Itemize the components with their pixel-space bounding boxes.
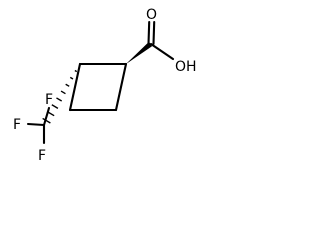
hash-bond-segment xyxy=(51,104,59,109)
carbonyl-double-bond-b xyxy=(152,20,156,46)
hydroxyl-label: OH xyxy=(175,59,197,75)
ring-bond-left xyxy=(68,62,82,112)
hash-bond-segment xyxy=(65,83,70,87)
carbonyl-double-bond-a xyxy=(147,20,151,46)
hash-bond-segment xyxy=(60,90,66,95)
hash-bond-segment xyxy=(42,117,51,124)
hash-bond-segment xyxy=(69,76,74,80)
hydroxyl-bond xyxy=(149,42,175,61)
hash-bond-segment xyxy=(56,97,63,102)
carbonyl-oxygen-label: O xyxy=(146,7,157,23)
fluorine-label-lower: F xyxy=(38,148,46,164)
cf-bond-upper xyxy=(42,106,51,127)
cf-bond-left xyxy=(26,122,46,127)
hash-bond-cf3 xyxy=(42,69,78,124)
fluorine-label-left: F xyxy=(13,117,21,133)
wedge-bond-carboxyl xyxy=(126,41,152,64)
ring-bond-right xyxy=(114,62,128,112)
chemical-structure-diagram: O OH F F F xyxy=(13,7,197,164)
fluorine-label-upper: F xyxy=(45,92,53,108)
hash-bond-segment xyxy=(74,69,78,73)
